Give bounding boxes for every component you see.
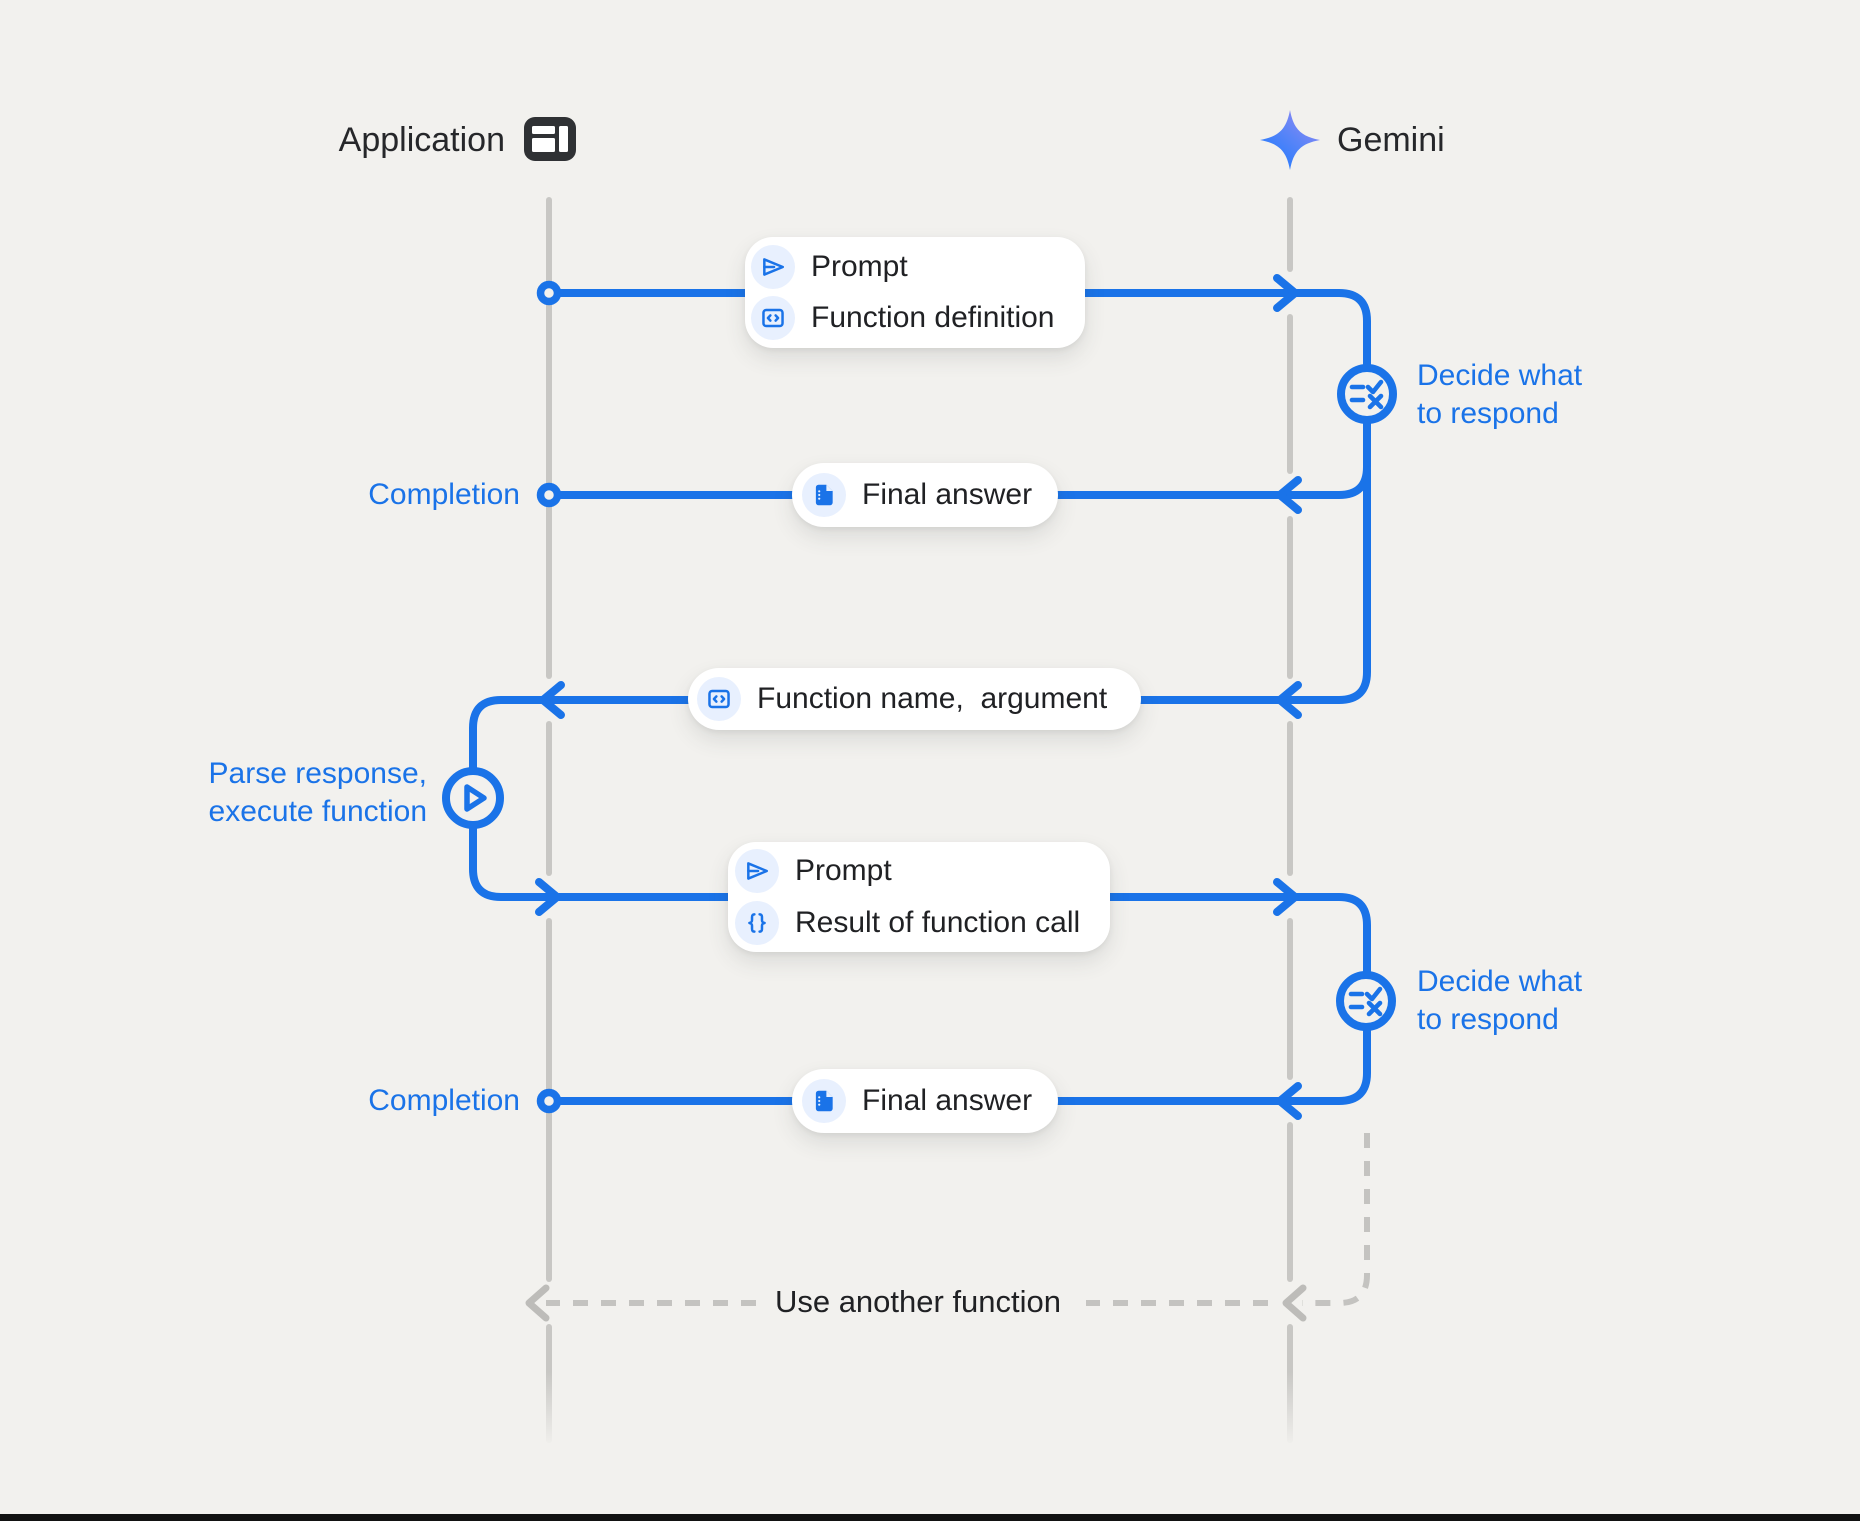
message-card-prompt-function-definition: Prompt Function definition xyxy=(745,237,1085,348)
use-another-function-label: Use another function xyxy=(774,1284,1062,1319)
arrowhead-left-function-gemini xyxy=(1276,681,1302,719)
arrowhead-right-prompt2-app xyxy=(535,878,561,916)
decide-node-1 xyxy=(1337,364,1397,424)
decide-node-2 xyxy=(1336,971,1396,1031)
code-icon xyxy=(751,296,795,341)
message-pill-final-answer-1: Final answer xyxy=(792,463,1059,527)
document-icon xyxy=(802,1079,846,1123)
message-card-prompt-result: Prompt Result of function call xyxy=(728,842,1111,952)
parse-execute-label: Parse response, execute function xyxy=(208,757,427,828)
use-another-arrowheads xyxy=(525,1284,1307,1322)
document-icon xyxy=(802,473,846,517)
message-pill-final-answer-2: Final answer xyxy=(792,1069,1059,1133)
decide-label-2: Decide what to respond xyxy=(1417,965,1583,1036)
play-icon xyxy=(464,784,487,812)
arrowhead-left-function-app xyxy=(539,681,565,719)
braces-icon xyxy=(735,900,779,945)
arrowhead-left-final2 xyxy=(1276,1082,1302,1120)
message-flow-2 xyxy=(469,466,1371,1105)
card-row: Result of function call xyxy=(735,900,1081,945)
card-row: Prompt xyxy=(735,849,1080,894)
message-label: Final answer xyxy=(862,1084,1033,1117)
message-label: Prompt xyxy=(811,249,908,283)
message-label: Prompt xyxy=(795,854,892,888)
message-pill-function-name-argument: Function name, argument xyxy=(688,668,1142,730)
gray-left-arrowhead-application xyxy=(525,1284,550,1322)
end-circle-completion2 xyxy=(536,1088,562,1114)
message-label: Function name, argument xyxy=(757,682,1108,715)
start-circle-prompt1 xyxy=(536,280,562,306)
code-icon xyxy=(697,677,741,721)
app-window-icon xyxy=(524,117,576,161)
send-icon xyxy=(735,849,779,894)
arrowhead-right-prompt2-gemini xyxy=(1273,878,1299,916)
gemini-actor-label: Gemini xyxy=(1337,121,1445,159)
send-icon xyxy=(751,244,795,289)
use-another-function-path xyxy=(546,1133,1370,1306)
decide-icon xyxy=(1349,379,1384,410)
card-row: Prompt xyxy=(751,244,1055,289)
message-label: Function definition xyxy=(811,301,1055,335)
gray-left-arrowhead-gemini xyxy=(1282,1284,1307,1322)
message-label: Result of function call xyxy=(795,905,1081,939)
completion-label-1: Completion xyxy=(368,478,520,511)
message-label: Final answer xyxy=(862,478,1033,511)
decide-label-1: Decide what to respond xyxy=(1417,359,1583,430)
gemini-sparkle-icon xyxy=(1260,110,1320,170)
bottom-bar xyxy=(0,1514,1860,1521)
execute-node xyxy=(442,767,504,829)
arrowhead-left-final1 xyxy=(1276,476,1302,514)
blue-arrowheads xyxy=(535,274,1302,1120)
decide-icon xyxy=(1348,986,1383,1017)
terminus-circles xyxy=(536,280,562,1114)
completion-label-2: Completion xyxy=(368,1084,520,1117)
card-row: Function definition xyxy=(751,296,1055,341)
end-circle-completion1 xyxy=(536,482,562,508)
arrowhead-right-prompt1 xyxy=(1273,274,1299,312)
application-actor-label: Application xyxy=(338,121,505,159)
